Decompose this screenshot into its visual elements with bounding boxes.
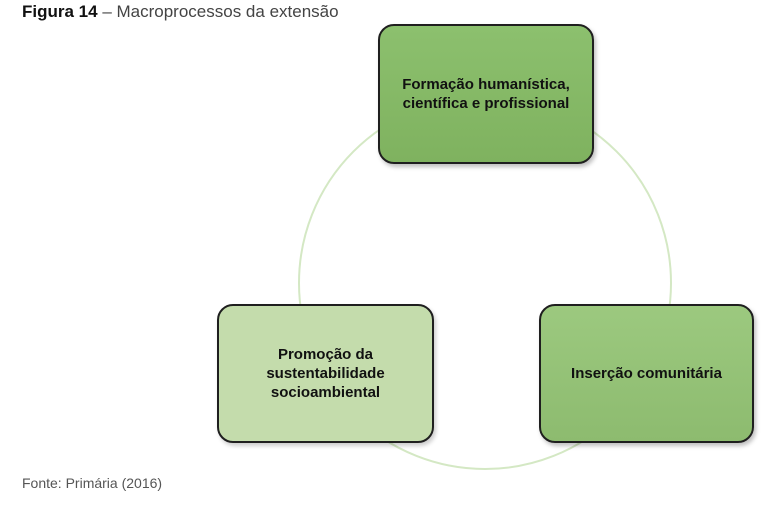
node-promocao-line-1: Promoção da (277, 346, 373, 363)
node-insercao: Inserção comunitária (539, 304, 754, 443)
node-promocao-line-2: sustentabilidade (266, 365, 385, 382)
figure-source: Fonte: Primária (2016) (22, 475, 163, 491)
figure-title: Macroprocessos da extensão (116, 2, 339, 21)
node-formacao-line-1: Formação humanística, (402, 76, 570, 93)
figure-caption: Figura 14 – Macroprocessos da extensão (22, 2, 339, 22)
node-promocao-line-3: socioambiental (270, 384, 381, 401)
node-formacao-line-2: científica e profissional (402, 95, 570, 112)
caption-separator: – (97, 2, 117, 21)
figure-number: Figura 14 (22, 2, 98, 21)
node-formacao: Formação humanística, científica e profi… (378, 24, 594, 164)
node-insercao-line-1: Inserção comunitária (571, 365, 722, 382)
node-promocao: Promoção da sustentabilidade socioambien… (217, 304, 434, 443)
